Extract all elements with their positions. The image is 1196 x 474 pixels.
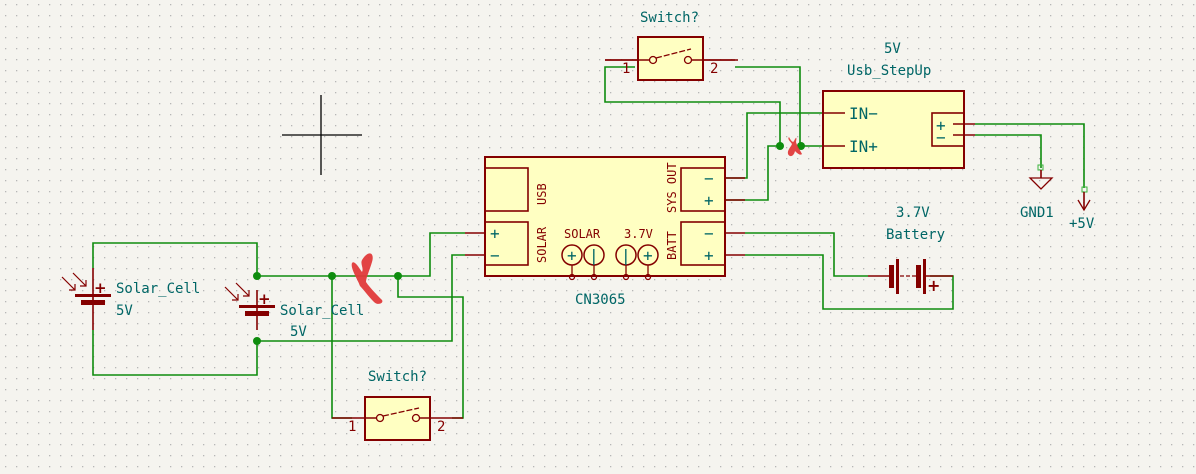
usb-stepup-module[interactable]: 5V Usb_StepUp IN− IN+ + − bbox=[822, 41, 975, 169]
svg-text:+: + bbox=[94, 279, 107, 297]
switch-top-pin1-label: 1 bbox=[622, 61, 630, 77]
junction-dot bbox=[328, 272, 336, 280]
battery[interactable]: 3.7V Battery + bbox=[868, 205, 953, 295]
wire-sysout-plus bbox=[725, 145, 780, 201]
solar-cell-1-reference: Solar_Cell bbox=[116, 281, 200, 297]
junction-dot bbox=[253, 337, 261, 345]
svg-text:+: + bbox=[643, 246, 653, 265]
solar-led-label: SOLAR bbox=[564, 227, 601, 241]
solar-cell-1[interactable]: + Solar_Cell 5V bbox=[61, 268, 200, 330]
cross-mark-solar-line bbox=[351, 253, 383, 304]
vcc-power-symbol[interactable]: +5V bbox=[1069, 186, 1095, 232]
cn3065-body bbox=[484, 156, 726, 277]
stepup-body bbox=[822, 90, 965, 169]
solar-cell-2-reference: Solar_Cell bbox=[280, 303, 364, 319]
svg-text:|: | bbox=[589, 246, 599, 265]
wire-solar-loop-top bbox=[92, 242, 258, 276]
batt-led-terminals: | + bbox=[615, 244, 659, 266]
battery-reference: Battery bbox=[886, 227, 945, 243]
usb-connector-box bbox=[484, 167, 529, 212]
sysout-connector-box bbox=[680, 167, 726, 212]
batt-minus-sign: − bbox=[704, 224, 714, 243]
junctions bbox=[253, 142, 805, 345]
svg-text:|: | bbox=[621, 246, 631, 265]
wire-solar-plus-in bbox=[398, 232, 465, 277]
switch-top-body bbox=[637, 36, 704, 81]
crosshair-cursor bbox=[282, 95, 362, 175]
solar-cell-1-value: 5V bbox=[116, 303, 133, 319]
solar-cell-2[interactable]: + Solar_Cell 5V bbox=[224, 282, 364, 340]
usb-label: USB bbox=[535, 183, 549, 205]
switch-top-pin2-label: 2 bbox=[710, 61, 718, 77]
light-rays-icon bbox=[224, 282, 250, 301]
cn3065-reference: CN3065 bbox=[575, 292, 626, 308]
battery-value: 3.7V bbox=[896, 205, 930, 221]
solar-connector-box bbox=[484, 221, 529, 266]
wire-solar-loop-bottom bbox=[92, 330, 258, 376]
wire-solar-minus-in bbox=[257, 254, 465, 342]
batt-led-label: 3.7V bbox=[624, 227, 653, 241]
wire-out-plus bbox=[975, 123, 1085, 188]
battery-plus-sign: + bbox=[927, 276, 940, 295]
stepup-reference: Usb_StepUp bbox=[847, 63, 931, 79]
stepup-in-minus-label: IN− bbox=[849, 104, 878, 123]
batt-label: BATT bbox=[665, 231, 679, 260]
solar-cell-2-value: 5V bbox=[290, 324, 307, 340]
batt-plus-sign: + bbox=[704, 246, 714, 265]
wire-batt-minus bbox=[745, 232, 868, 277]
svg-text:+: + bbox=[258, 290, 271, 308]
junction-dot bbox=[776, 142, 784, 150]
stepup-value: 5V bbox=[884, 41, 901, 57]
solar-plus-sign: + bbox=[490, 224, 500, 243]
gnd-power-symbol[interactable]: GND1 bbox=[1020, 164, 1054, 221]
junction-dot bbox=[797, 142, 805, 150]
ground-icon bbox=[1028, 177, 1054, 190]
switch-bottom[interactable]: Switch? 1 2 bbox=[332, 369, 463, 441]
switch-bottom-reference: Switch? bbox=[368, 369, 427, 385]
sysout-label: SYS OUT bbox=[665, 162, 679, 213]
wire-switch-top-pin1 bbox=[604, 66, 781, 146]
stepup-out-plus-label: + bbox=[936, 116, 946, 135]
switch-top-reference: Switch? bbox=[640, 10, 699, 26]
switch-bottom-pin2-label: 2 bbox=[437, 419, 445, 435]
stepup-in-plus-label: IN+ bbox=[849, 137, 878, 156]
junction-dot bbox=[253, 272, 261, 280]
stepup-out-minus-label: − bbox=[936, 128, 946, 147]
sysout-minus-sign: − bbox=[704, 169, 714, 188]
wire-out-minus bbox=[975, 134, 1042, 168]
switch-top[interactable]: Switch? 1 2 bbox=[605, 10, 738, 81]
sysout-plus-sign: + bbox=[704, 191, 714, 210]
vcc-label: +5V bbox=[1069, 216, 1095, 232]
solar-minus-sign: − bbox=[490, 246, 500, 265]
gnd-label: GND1 bbox=[1020, 205, 1054, 221]
cn3065-module[interactable]: USB SOLAR SYS OUT BATT + − − + − + SOLAR… bbox=[465, 156, 745, 308]
light-rays-icon bbox=[61, 272, 87, 291]
junction-dot bbox=[394, 272, 402, 280]
wire-switch-top-pin2 bbox=[735, 66, 801, 146]
stepup-output-connector bbox=[931, 112, 965, 147]
switch-bottom-pin1-label: 1 bbox=[348, 419, 356, 435]
solar-input-label: SOLAR bbox=[535, 226, 549, 263]
cross-mark-stepup-input bbox=[787, 137, 802, 157]
batt-connector-box bbox=[680, 221, 726, 266]
svg-text:+: + bbox=[567, 246, 577, 265]
arrow-down-icon bbox=[1077, 199, 1091, 212]
